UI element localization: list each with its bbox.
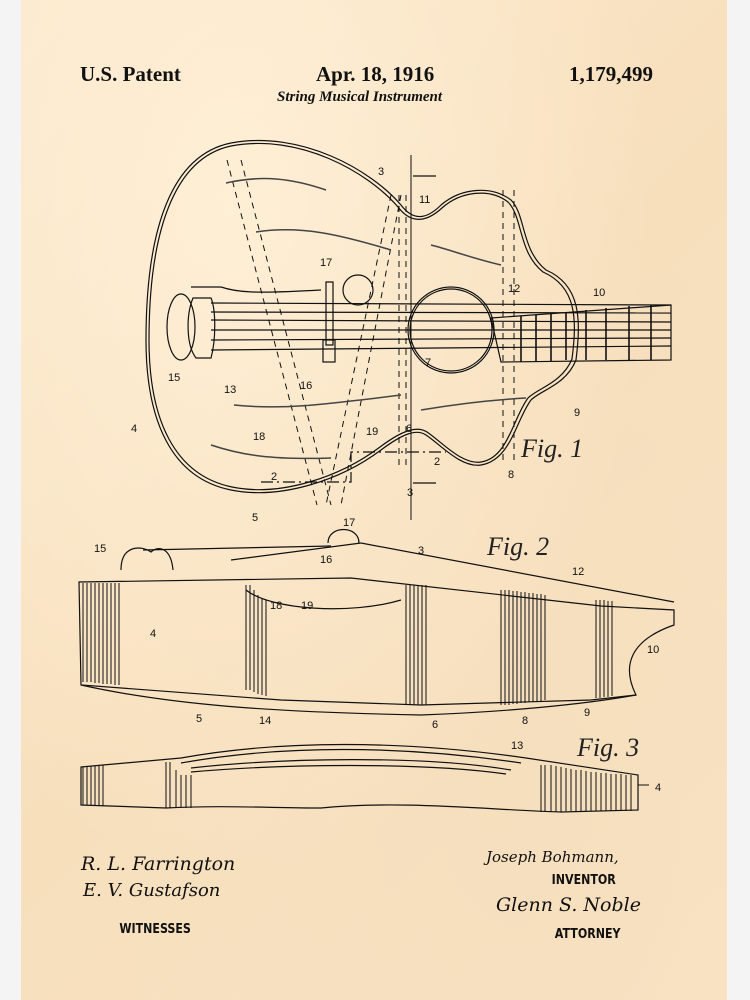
svg-text:18: 18: [253, 431, 265, 443]
figure-3-label: Fig. 3: [577, 733, 640, 762]
svg-text:11: 11: [419, 194, 430, 206]
witnesses-caption: WITNESSES: [119, 922, 191, 937]
svg-text:4: 4: [150, 628, 156, 640]
svg-text:4: 4: [655, 782, 661, 794]
svg-text:8: 8: [522, 715, 528, 727]
svg-text:17: 17: [343, 517, 355, 529]
patent-date: Apr. 18, 1916: [316, 62, 435, 86]
figure-2-label: Fig. 2: [487, 532, 550, 561]
svg-text:9: 9: [584, 707, 590, 719]
svg-text:10: 10: [647, 644, 659, 656]
svg-text:18: 18: [270, 600, 282, 612]
svg-text:7: 7: [425, 357, 431, 369]
svg-text:19: 19: [366, 426, 378, 438]
attorney-signature: Glenn S. Noble: [496, 894, 641, 916]
svg-text:6: 6: [432, 719, 438, 731]
svg-text:16: 16: [300, 380, 312, 392]
patent-sheet: U.S. Patent Apr. 18, 1916 1,179,499 Stri…: [21, 0, 727, 1000]
svg-text:2: 2: [434, 456, 440, 468]
attorney-caption: ATTORNEY: [554, 927, 621, 942]
patent-subtitle: String Musical Instrument: [277, 89, 443, 105]
patent-number: 1,179,499: [569, 62, 653, 86]
svg-text:19: 19: [301, 600, 313, 612]
svg-text:3: 3: [418, 545, 424, 557]
svg-text:6: 6: [406, 423, 412, 435]
svg-text:13: 13: [511, 740, 523, 752]
inventor-caption: INVENTOR: [551, 873, 616, 888]
svg-text:15: 15: [168, 372, 180, 384]
inventor-signature: Joseph Bohmann,: [486, 848, 619, 866]
figure-1-label: Fig. 1: [521, 434, 584, 463]
svg-text:14: 14: [259, 715, 271, 727]
svg-text:3: 3: [407, 487, 413, 499]
svg-text:2: 2: [271, 471, 277, 483]
svg-text:4: 4: [131, 423, 137, 435]
svg-text:13: 13: [224, 384, 236, 396]
svg-text:16: 16: [320, 554, 332, 566]
figure-1-drawing: 3 11 17 12 10 15 16 13 7 9 4 18 19 6 2 2…: [78, 139, 675, 813]
witness-signature-1: R. L. Farrington: [81, 853, 236, 875]
svg-text:5: 5: [196, 713, 202, 725]
svg-text:17: 17: [320, 257, 332, 269]
svg-text:5: 5: [252, 512, 258, 524]
svg-text:3: 3: [378, 166, 384, 178]
svg-text:15: 15: [94, 543, 106, 555]
patent-label: U.S. Patent: [80, 62, 181, 86]
svg-text:12: 12: [508, 283, 520, 295]
svg-text:10: 10: [593, 287, 605, 299]
witness-signature-2: E. V. Gustafson: [83, 880, 221, 901]
svg-text:12: 12: [572, 566, 584, 578]
svg-text:9: 9: [574, 407, 580, 419]
svg-text:8: 8: [508, 469, 514, 481]
